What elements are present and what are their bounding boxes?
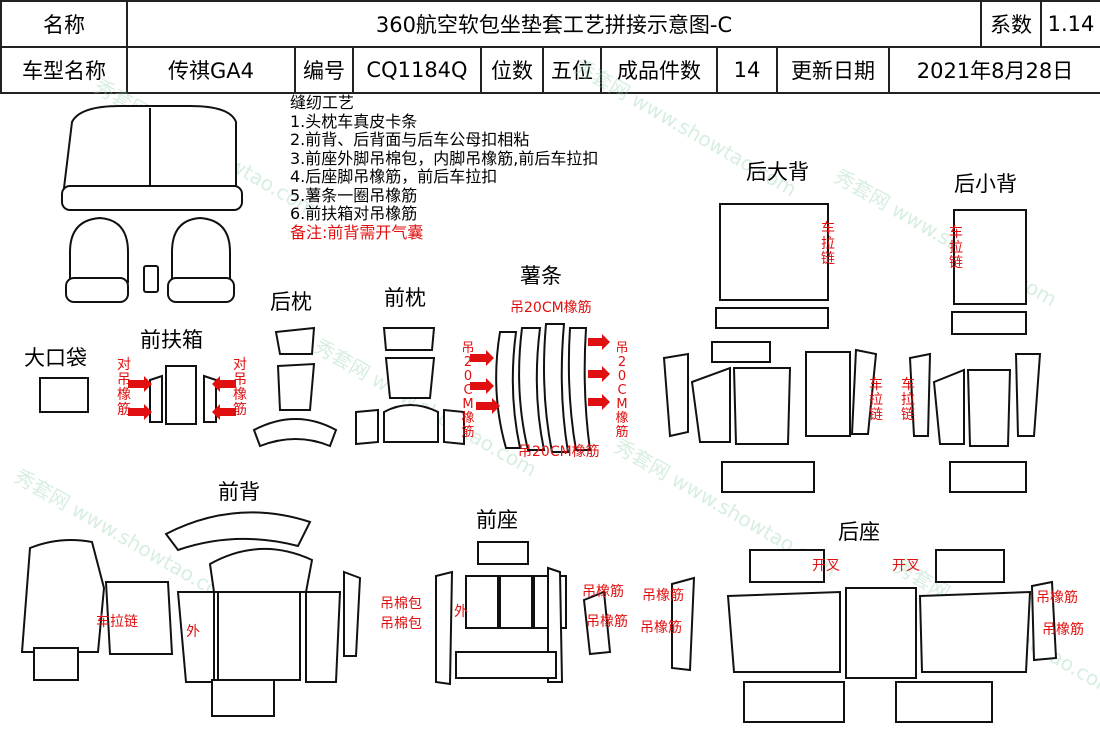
annotation-front-back-outer: 外 xyxy=(186,624,200,640)
note-line: 3.前座外脚吊棉包，内脚吊橡筋,前后车拉扣 xyxy=(290,148,599,168)
model-value: 传祺GA4 xyxy=(126,46,296,94)
coef-value: 1.14 xyxy=(1040,0,1100,48)
annotation-front-seat-outer: 外 xyxy=(454,604,468,620)
annotation-rear-seat-elastic-2: 吊橡筋 xyxy=(640,620,682,636)
annotation-slit-left: 开叉 xyxy=(812,558,840,574)
annotation-fries-left: 吊20CM橡筋 xyxy=(461,341,475,440)
annotation-front-back-zipper: 车拉链 xyxy=(96,614,138,630)
annotation-rear-small-zipper-2: 车拉链 xyxy=(901,377,915,423)
rear-big-back-pieces xyxy=(662,203,878,493)
annotation-front-seat-cotton-2: 吊棉包 xyxy=(380,616,422,632)
label-rear-seat: 后座 xyxy=(838,520,880,544)
pattern-diagram: 秀套网 www.showtao.com 秀套网 www.showtao.com … xyxy=(0,54,1100,734)
annotation-slit-right: 开叉 xyxy=(892,558,920,574)
armrest-pieces xyxy=(128,365,236,425)
date-value: 2021年8月28日 xyxy=(887,46,1100,94)
label-rear-small-back: 后小背 xyxy=(954,172,1017,196)
note-line: 2.前背、后背面与后车公母扣相粘 xyxy=(290,130,530,149)
note-line: 5.薯条一圈吊橡筋 xyxy=(290,185,418,205)
annotation-fries-bottom: 吊20CM橡筋 xyxy=(518,444,600,460)
seat-overview-illustration xyxy=(61,105,243,303)
code-value: CQ1184Q xyxy=(352,46,482,94)
front-headrest-pieces xyxy=(355,327,465,446)
model-label: 车型名称 xyxy=(0,46,128,94)
rear-seat-pieces xyxy=(671,549,1058,723)
annotation-front-seat-elastic-1: 吊橡筋 xyxy=(582,584,624,600)
pieces-value: 14 xyxy=(716,46,778,94)
note-line: 4.后座脚吊橡筋，前后车拉扣 xyxy=(290,167,498,186)
annotation-rear-seat-elastic-1: 吊橡筋 xyxy=(642,588,684,604)
annotation-front-seat-cotton-1: 吊棉包 xyxy=(380,596,422,612)
seats-value: 五位 xyxy=(542,46,602,94)
annotation-rear-big-zipper: 车拉链 xyxy=(821,221,835,267)
annotation-rear-seat-elastic-3: 吊橡筋 xyxy=(1036,590,1078,606)
annotation-rear-big-zipper-2: 车拉链 xyxy=(869,377,883,423)
label-armrest: 前扶箱 xyxy=(140,328,203,352)
annotation-armrest-left: 对吊橡筋 xyxy=(117,357,131,418)
front-back-pieces xyxy=(20,511,362,717)
annotation-fries-top: 吊20CM橡筋 xyxy=(510,300,592,316)
note-line: 6.前扶箱对吊橡筋 xyxy=(290,204,418,223)
rear-small-back-pieces xyxy=(908,209,1042,493)
coef-label: 系数 xyxy=(980,0,1043,48)
fries-strip-pieces xyxy=(470,323,610,453)
annotation-armrest-right: 对吊橡筋 xyxy=(233,357,247,418)
annotation-rear-seat-elastic-4: 吊橡筋 xyxy=(1042,622,1084,638)
label-rear-big-back: 后大背 xyxy=(746,160,809,184)
annotation-fries-right: 吊20CM橡筋 xyxy=(615,341,629,440)
note-remark: 备注:前背需开气囊 xyxy=(290,222,424,242)
label-rear-headrest: 后枕 xyxy=(270,290,312,314)
name-label: 名称 xyxy=(0,0,128,48)
annotation-rear-small-zipper: 车拉链 xyxy=(949,225,963,271)
note-line: 1.头枕车真皮卡条 xyxy=(290,111,418,131)
date-label: 更新日期 xyxy=(776,46,890,94)
front-seat-pieces xyxy=(435,541,612,686)
notes-heading: 缝纫工艺 xyxy=(290,93,355,112)
annotation-front-seat-elastic-2: 吊橡筋 xyxy=(586,614,628,630)
pieces-label: 成品件数 xyxy=(600,46,718,94)
label-front-back: 前背 xyxy=(218,480,260,504)
big-bag-piece xyxy=(39,377,89,413)
label-fries: 薯条 xyxy=(520,264,562,288)
code-label: 编号 xyxy=(294,46,354,94)
label-front-headrest: 前枕 xyxy=(384,286,426,310)
label-big-bag: 大口袋 xyxy=(24,346,87,370)
pattern-shapes xyxy=(20,105,1058,723)
info-header: 名称 360航空软包坐垫套工艺拼接示意图-C 系数 1.14 车型名称 传祺GA… xyxy=(0,0,1100,94)
seats-label: 位数 xyxy=(480,46,544,94)
page-title: 360航空软包坐垫套工艺拼接示意图-C xyxy=(125,0,983,48)
rear-headrest-pieces xyxy=(252,326,338,448)
label-front-seat: 前座 xyxy=(476,508,518,532)
sewing-notes: 缝纫工艺 1.头枕车真皮卡条 2.前背、后背面与后车公母扣相粘 3.前座外脚吊棉… xyxy=(290,93,599,242)
